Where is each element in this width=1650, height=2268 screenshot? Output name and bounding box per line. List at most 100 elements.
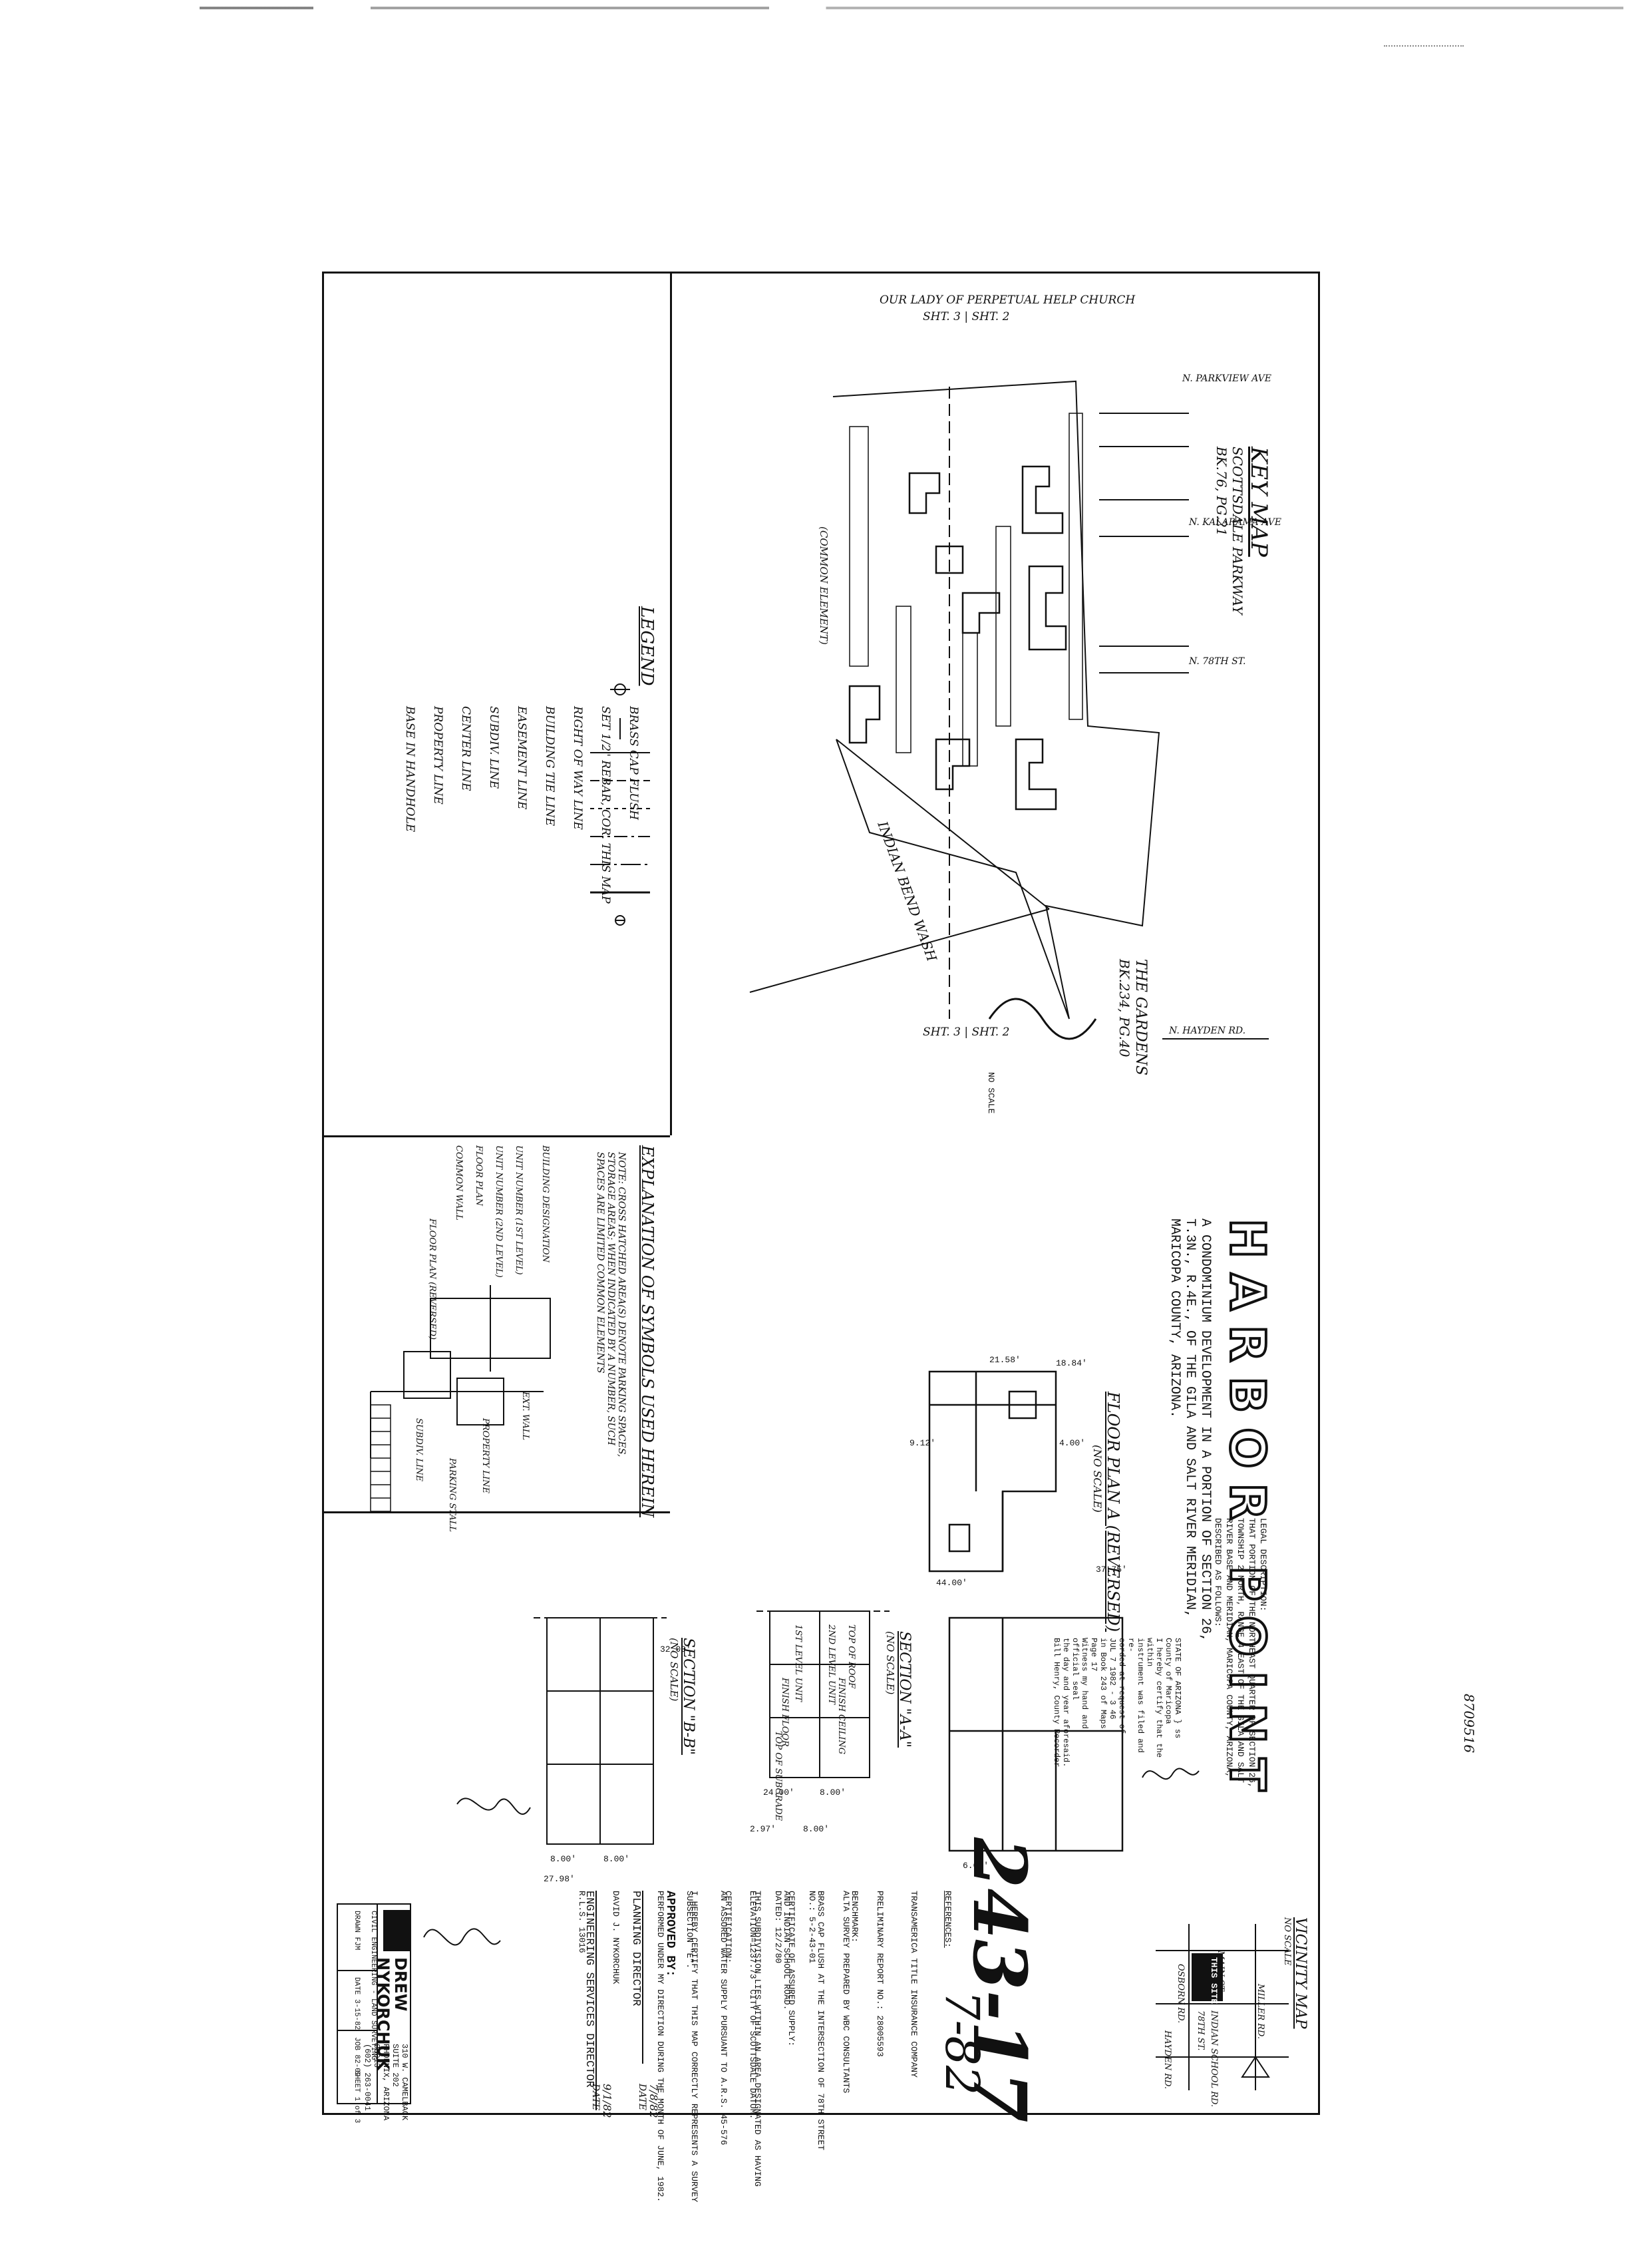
legend-item: SET 1/2" REBAR, COR. THIS MAP	[599, 706, 612, 904]
road-label: 78TH ST.	[1196, 2010, 1206, 2051]
level-label: FINISH CEILING	[836, 1678, 846, 1755]
key-map-title: KEY MAP SCOTTSDALE PARKWAY BK.76, PG.21	[1214, 447, 1272, 615]
sheet-ref: SHT. 2	[971, 310, 1010, 323]
symbol-label: PARKING STALL	[447, 1458, 457, 1532]
dim-label: 44.00'	[936, 1578, 967, 1588]
stamp-line: Witness my hand and official seal	[1071, 1638, 1089, 1729]
vicinity-heading: VICINITY MAP	[1292, 1917, 1309, 2029]
address-line: 85013	[372, 2044, 381, 2068]
title-block-frame	[337, 1903, 411, 2104]
symbol-label: BUILDING DESIGNATION	[540, 1145, 550, 1262]
legal-text: THAT PORTION OF THE NORTHEAST QUARTER OF…	[1213, 1518, 1257, 1788]
explanation-title: EXPLANATION OF SYMBOLS USED HEREIN	[638, 1145, 657, 1517]
section-aa-title: SECTION "A-A" (NO SCALE)	[884, 1631, 913, 1748]
road-label: OSBORN RD.	[1176, 1964, 1186, 2024]
symbol-label: EXT. WALL	[520, 1392, 530, 1441]
firm-address: 310 W. CAMELBACK SUITE 202 PHOENIX, ARIZ…	[363, 2044, 409, 2120]
panel-divider	[324, 1511, 670, 1513]
dim-label: 21.58'	[989, 1355, 1021, 1365]
scan-artifact	[1384, 45, 1464, 48]
street-label: N. PARKVIEW AVE	[1182, 373, 1271, 384]
buildings	[848, 465, 1067, 811]
dim-label: 8.00'	[803, 1824, 830, 1834]
dim-label: 37.75'	[1096, 1565, 1127, 1575]
stamp-line: corded at request of	[1117, 1638, 1126, 1734]
key-map-plan	[749, 380, 1269, 1040]
panel-divider	[670, 274, 672, 1135]
legend-panel: LEGEND	[629, 606, 657, 686]
benchmark-heading: BENCHMARK:	[850, 1891, 860, 1943]
section-bb-title: SECTION "B-B" (NO SCALE)	[668, 1638, 697, 1755]
site-label: THIS SITE	[1209, 1957, 1219, 2004]
date-value: 7/8/82	[647, 2084, 660, 2118]
symbol-label: SUBDIV. LINE	[414, 1418, 424, 1481]
drawn-by: DRAWN FJM	[353, 1911, 361, 1951]
stamp-line: STATE OF ARIZONA } ss	[1173, 1638, 1182, 1739]
drawing-date: DATE 3-15-82	[353, 1977, 361, 2030]
phone-line: (602) 263-0041	[363, 2044, 372, 2111]
no-scale-label: NO SCALE	[986, 1072, 996, 1114]
road-label: INDIAN SCHOOL RD.	[1209, 2010, 1219, 2108]
document-reference: 8709516	[1461, 1694, 1477, 1754]
symbol-label: UNIT NUMBER (2ND LEVEL)	[494, 1145, 504, 1278]
wash-line	[836, 739, 1050, 910]
stamp-line: the day and year aforesaid.	[1061, 1638, 1071, 1768]
symbol-label: PROPERTY LINE	[480, 1418, 490, 1494]
floor-plan-b	[948, 1616, 1124, 1852]
date-value: 9/1/82	[601, 2084, 613, 2118]
sheet-ref: SHT. 3	[923, 1026, 961, 1039]
symbol-label: COMMON WALL	[454, 1145, 464, 1221]
gardens-name: THE GARDENS	[1132, 959, 1149, 1075]
subtitle-line: T.3N., R.4E., OF THE GILA AND SALT RIVER…	[1182, 1219, 1198, 1618]
dim-label: 4.00'	[1059, 1438, 1086, 1448]
section-scale: (NO SCALE)	[884, 1631, 896, 1695]
stamp-line: instrument was filed and re-	[1126, 1638, 1145, 1753]
legend-item: RIGHT OF WAY LINE	[571, 706, 584, 830]
sheet-label: SHT. 3 | SHT. 2	[923, 310, 1010, 323]
sheet-ref: SHT. 3	[923, 310, 961, 323]
address-line: SUITE 202	[391, 2044, 400, 2087]
symbol-label: FLOOR PLAN	[474, 1145, 484, 1207]
legend-item: SUBDIV. LINE	[487, 706, 500, 789]
legend-item: BRASS CAP FLUSH	[627, 706, 640, 821]
stamp-line: Bill Henry, County Recorder	[1052, 1638, 1061, 1768]
dim-label: 24.00'	[763, 1788, 794, 1797]
sheet-label: SHT. 3 | SHT. 2	[923, 1026, 1010, 1039]
subtitle-line: A CONDOMINIUM DEVELOPMENT IN A PORTION O…	[1198, 1219, 1213, 1642]
approval-date: 9/1/82 DATE	[590, 2084, 613, 2118]
symbol-label: FLOOR PLAN (REVERSED)	[427, 1219, 437, 1340]
level-label: TOP OF ROOF	[846, 1624, 856, 1689]
stamp-line: JUL 7 1982 - 3 46	[1108, 1638, 1117, 1720]
recording-stamp: STATE OF ARIZONA } ss County of Maricopa…	[1052, 1638, 1182, 1771]
section-scale: (NO SCALE)	[668, 1638, 680, 1702]
date-label: DATE	[590, 2084, 601, 2111]
key-map-heading: KEY MAP	[1245, 447, 1272, 557]
legend-item: BUILDING TIE LINE	[543, 706, 556, 827]
level-label: 1ST LEVEL UNIT	[793, 1624, 803, 1702]
reference-line: TRANSAMERICA TITLE INSURANCE COMPANY	[909, 1891, 919, 2078]
sheet-number: SHEET 1 of 3	[353, 2070, 361, 2124]
stamp-line: I hereby certify that the within	[1145, 1638, 1164, 1758]
stamp-line: in Book 243 of Maps	[1098, 1638, 1108, 1729]
dim-label: 32.00'	[660, 1644, 691, 1654]
planning-director-label: PLANNING DIRECTOR	[629, 1891, 642, 2006]
dim-label: 6.00'	[963, 1861, 989, 1871]
dim-label: 8.00'	[550, 1854, 577, 1864]
legend-item: BASE IN HANDHOLE	[403, 706, 416, 833]
plat-sheet: HARBOR POINT A CONDOMINIUM DEVELOPMENT I…	[322, 272, 1320, 2202]
level-label: TOP OF SUBGRADE	[773, 1731, 783, 1821]
common-element-label: (COMMON ELEMENT)	[818, 526, 830, 645]
sheet-ref: SHT. 2	[971, 1026, 1010, 1039]
key-map-subtitle: SCOTTSDALE PARKWAY	[1230, 447, 1245, 615]
floor-plan-heading: FLOOR PLAN A (REVERSED)	[1104, 1392, 1122, 1632]
key-map-subtitle: BK.76, PG.21	[1214, 447, 1230, 536]
vicinity-title: VICINITY MAP NO SCALE	[1282, 1917, 1309, 2028]
engineering-director-label: ENGINEERING SERVICES DIRECTOR	[583, 1891, 595, 2088]
section-bb-drawing	[534, 1617, 667, 1845]
section-aa-drawing	[756, 1610, 890, 1778]
approvals-block: APPROVED BY:	[663, 1891, 677, 1977]
firm-services: CIVIL ENGINEERING - LAND SURVEYING	[369, 1911, 377, 2060]
legend-item: PROPERTY LINE	[431, 706, 444, 805]
floor-plan-drawing	[928, 1370, 1057, 1573]
address-line: PHOENIX, ARIZONA	[381, 2044, 391, 2121]
